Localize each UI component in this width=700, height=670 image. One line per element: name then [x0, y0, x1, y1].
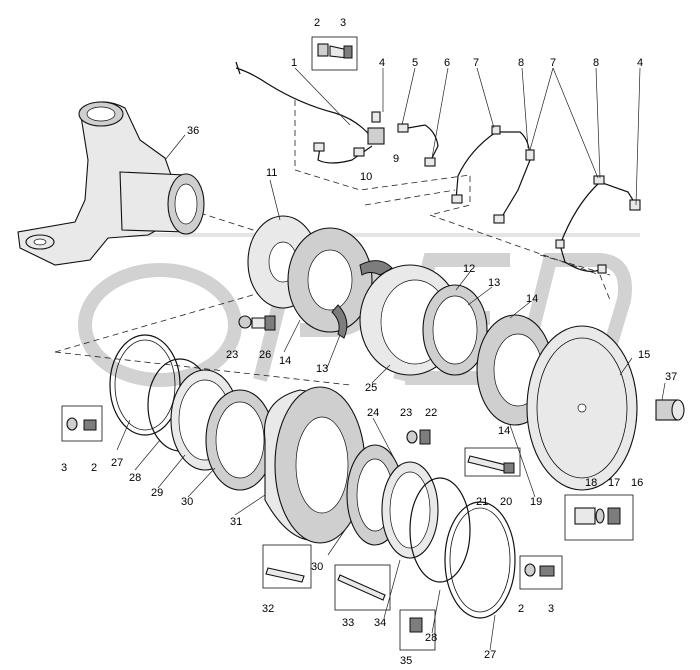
brake-shoe-13 [331, 260, 393, 339]
label-23: 23 [226, 349, 238, 361]
label-3: 3 [548, 603, 554, 615]
stud-21-nut-20 [467, 455, 515, 474]
label-28: 28 [425, 632, 437, 644]
label-18: 18 [585, 477, 597, 489]
friction-ring-12 [422, 284, 488, 376]
label-15: 15 [638, 349, 650, 361]
label-13: 13 [316, 363, 328, 375]
pin-33 [334, 564, 391, 611]
brake-pipe-1 [235, 61, 373, 139]
label-2: 2 [91, 462, 97, 474]
label-8: 8 [593, 57, 599, 69]
label-4: 4 [637, 57, 643, 69]
bolt-set-top [311, 36, 358, 71]
brake-pipe-7-8-right [555, 175, 641, 274]
brake-plate-14-left [287, 227, 373, 333]
label-8: 8 [518, 57, 524, 69]
bearing-30-left [205, 389, 275, 491]
label-27: 27 [111, 457, 123, 469]
label-36: 36 [187, 125, 199, 137]
label-2: 2 [518, 603, 524, 615]
label-13: 13 [488, 277, 500, 289]
plug-37 [655, 399, 685, 421]
pin-18-box [564, 494, 634, 541]
brake-pipe-10 [313, 142, 373, 164]
pin-18-washer-17-bolt-16 [574, 507, 621, 525]
label-35: 35 [400, 655, 412, 667]
label-19: 19 [530, 496, 542, 508]
label-11: 11 [266, 167, 277, 179]
bolt-set-left [61, 405, 103, 442]
label-20: 20 [500, 496, 512, 508]
seal-ring-27-right [444, 501, 516, 619]
label-21: 21 [476, 496, 488, 508]
bolt-35 [399, 609, 436, 651]
label-7: 7 [550, 57, 556, 69]
label-1: 1 [291, 57, 297, 69]
label-23: 23 [400, 407, 412, 419]
label-24: 24 [367, 407, 379, 419]
part-labels: 1 2 3 4 5 6 7 8 7 8 4 9 10 11 36 12 13 1… [61, 17, 677, 667]
label-10: 10 [360, 171, 372, 183]
label-7: 7 [473, 57, 479, 69]
valve-block-9 [367, 111, 409, 145]
label-28: 28 [129, 472, 141, 484]
label-17: 17 [608, 477, 620, 489]
steering-knuckle-36 [17, 101, 205, 266]
label-26: 26 [259, 349, 271, 361]
label-14: 14 [526, 293, 538, 305]
ring-24 [381, 461, 439, 559]
o-ring-28-right [409, 477, 471, 583]
cover-15 [526, 325, 638, 491]
label-16: 16 [631, 477, 643, 489]
label-12: 12 [463, 263, 475, 275]
label-2: 2 [314, 17, 320, 29]
bolt-26-washer-23 [238, 315, 276, 331]
label-3: 3 [340, 17, 346, 29]
label-22: 22 [425, 407, 437, 419]
leader-lines [116, 67, 666, 651]
label-29: 29 [151, 487, 163, 499]
label-5: 5 [412, 57, 418, 69]
seal-ring-27 [109, 334, 181, 436]
stud-32 [262, 544, 312, 589]
label-9: 9 [393, 153, 399, 165]
bolt-22-23 [406, 429, 431, 445]
label-37: 37 [665, 371, 677, 383]
label-34: 34 [374, 617, 386, 629]
brake-pipe-6 [407, 124, 439, 167]
label-32: 32 [262, 603, 274, 615]
label-4: 4 [379, 57, 385, 69]
label-3: 3 [61, 462, 67, 474]
label-6: 6 [444, 57, 450, 69]
bolt-set-bottom-right [519, 555, 563, 590]
label-31: 31 [230, 516, 242, 528]
label-25: 25 [365, 382, 377, 394]
brake-pipe-7-8-left [451, 125, 535, 224]
label-30: 30 [181, 496, 193, 508]
label-14: 14 [498, 425, 510, 437]
label-33: 33 [342, 617, 354, 629]
label-27: 27 [484, 649, 496, 661]
label-14: 14 [279, 355, 291, 367]
stud-21-box [464, 447, 521, 477]
label-30: 30 [311, 561, 323, 573]
wheel-hub-31 [263, 386, 366, 544]
